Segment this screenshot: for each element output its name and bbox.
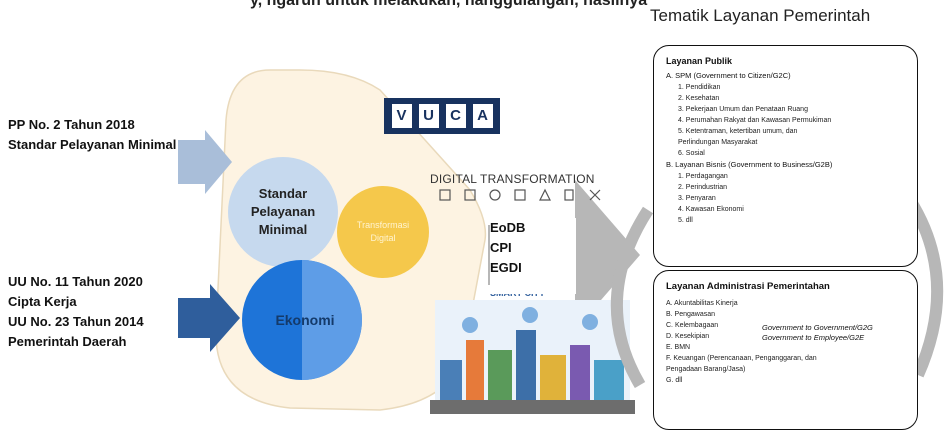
law-pp-line1: PP No. 2 Tahun 2018: [8, 117, 135, 132]
bisnis-item: 3. Penyaran: [678, 195, 716, 202]
curve-arrow-left: [610, 206, 654, 389]
page-title: Tematik Layanan Pemerintah: [650, 6, 871, 25]
vuca-c: C: [445, 104, 466, 128]
law-uu-line1: UU No. 11 Tahun 2020: [8, 274, 143, 289]
layanan-publik-box: Layanan Publik A. SPM (Government to Cit…: [653, 45, 918, 267]
digital-transformation-label: DIGITAL TRANSFORMATION: [430, 172, 595, 186]
spm-items: 1. Pendidikan 2. Kesehatan 3. Pekerjaan …: [666, 82, 905, 159]
admin-items: A. Akuntabilitas Kinerja B. Pengawasan C…: [666, 298, 905, 386]
law-pp-line2: Standar Pelayanan Minimal: [8, 137, 177, 152]
layanan-publik-heading: Layanan Publik: [666, 56, 733, 66]
metric-egdi: EGDI: [490, 260, 522, 275]
digital-icons: [439, 188, 601, 201]
metric-eodb: EoDB: [490, 220, 526, 235]
spm-item: 3. Pekerjaan Umum dan Penataan Ruang: [678, 106, 808, 113]
top-cutoff-text: y, ngaruh untuk melakukan, hanggulangan,…: [250, 0, 648, 9]
spm-item: 4. Perumahan Rakyat dan Kawasan Permukim…: [678, 117, 832, 124]
g2g-g2e-label: Government to Government/G2G Government …: [762, 323, 873, 343]
transformasi-line1: Transformasi: [356, 220, 410, 230]
bisnis-g2b-line: B. Layanan Bisnis (Government to Busines…: [666, 160, 833, 169]
circle-transformasi-label: Transformasi Digital: [337, 210, 429, 254]
circle-transformasi: [337, 186, 429, 278]
metrics-box: EoDB CPI EGDI: [490, 218, 576, 294]
admin-item: D. Kesekipian: [666, 333, 710, 340]
spm-item: Perlindungan Masyarakat: [678, 139, 758, 146]
arrow-spm: [178, 130, 232, 194]
spm-line3: Minimal: [258, 222, 308, 237]
law-pp: PP No. 2 Tahun 2018 Standar Pelayanan Mi…: [8, 115, 176, 155]
spm-item: 5. Ketentraman, ketertiban umum, dan: [678, 128, 798, 135]
spm-g2c-line: A. SPM (Government to Citizen/G2C): [666, 71, 791, 80]
spm-line2: Pelayanan: [250, 204, 316, 219]
metric-cpi: CPI: [490, 240, 512, 255]
spm-item: 6. Sosial: [678, 150, 705, 157]
transformasi-line2: Digital: [370, 233, 396, 243]
arrow-uu: [178, 284, 240, 352]
bisnis-item: 1. Perdagangan: [678, 173, 728, 180]
law-uu: UU No. 11 Tahun 2020 Cipta Kerja UU No. …: [8, 272, 144, 352]
vuca-u: U: [418, 104, 439, 128]
admin-item: F. Keuangan (Perencanaan, Penganggaran, …: [666, 355, 817, 362]
admin-item: Pengadaan Barang/Jasa): [666, 366, 746, 373]
g2g-line: Government to Government/G2G: [762, 323, 873, 332]
admin-item: A. Akuntabilitas Kinerja: [666, 300, 738, 307]
spm-item: 2. Kesehatan: [678, 95, 720, 102]
vuca-a: A: [472, 104, 493, 128]
circle-spm-label: Standar Pelayanan Minimal: [228, 162, 338, 262]
law-uu-line2: Cipta Kerja: [8, 294, 77, 309]
circle-ekonomi-label: Ekonomi: [275, 312, 335, 328]
admin-item: B. Pengawasan: [666, 311, 716, 318]
curve-arrow-right: [904, 196, 944, 378]
admin-item: G. dll: [666, 377, 683, 384]
g2e-line: Government to Employee/G2E: [762, 333, 865, 342]
vuca-v: V: [391, 104, 412, 128]
circle-ekonomi-highlight: [302, 260, 362, 380]
bisnis-items: 1. Perdagangan 2. Perindustrian 3. Penya…: [666, 171, 905, 226]
smart-city-illustration: [430, 300, 635, 414]
spm-item: 1. Pendidikan: [678, 84, 721, 91]
law-uu-line4: Pemerintah Daerah: [8, 334, 127, 349]
circle-spm: [228, 157, 338, 267]
spm-line1: Standar: [258, 186, 308, 201]
bisnis-item: 5. dll: [678, 217, 693, 224]
admin-item: E. BMN: [666, 344, 691, 351]
layanan-admin-box: Layanan Administrasi Pemerintahan A. Aku…: [653, 270, 918, 430]
bisnis-item: 2. Perindustrian: [678, 184, 728, 191]
layanan-admin-heading: Layanan Administrasi Pemerintahan: [666, 281, 830, 292]
admin-item: C. Kelembagaan: [666, 322, 719, 329]
bisnis-item: 4. Kawasan Ekonomi: [678, 206, 744, 213]
law-uu-line3: UU No. 23 Tahun 2014: [8, 314, 144, 329]
vuca-badge: V U C A: [384, 98, 500, 134]
